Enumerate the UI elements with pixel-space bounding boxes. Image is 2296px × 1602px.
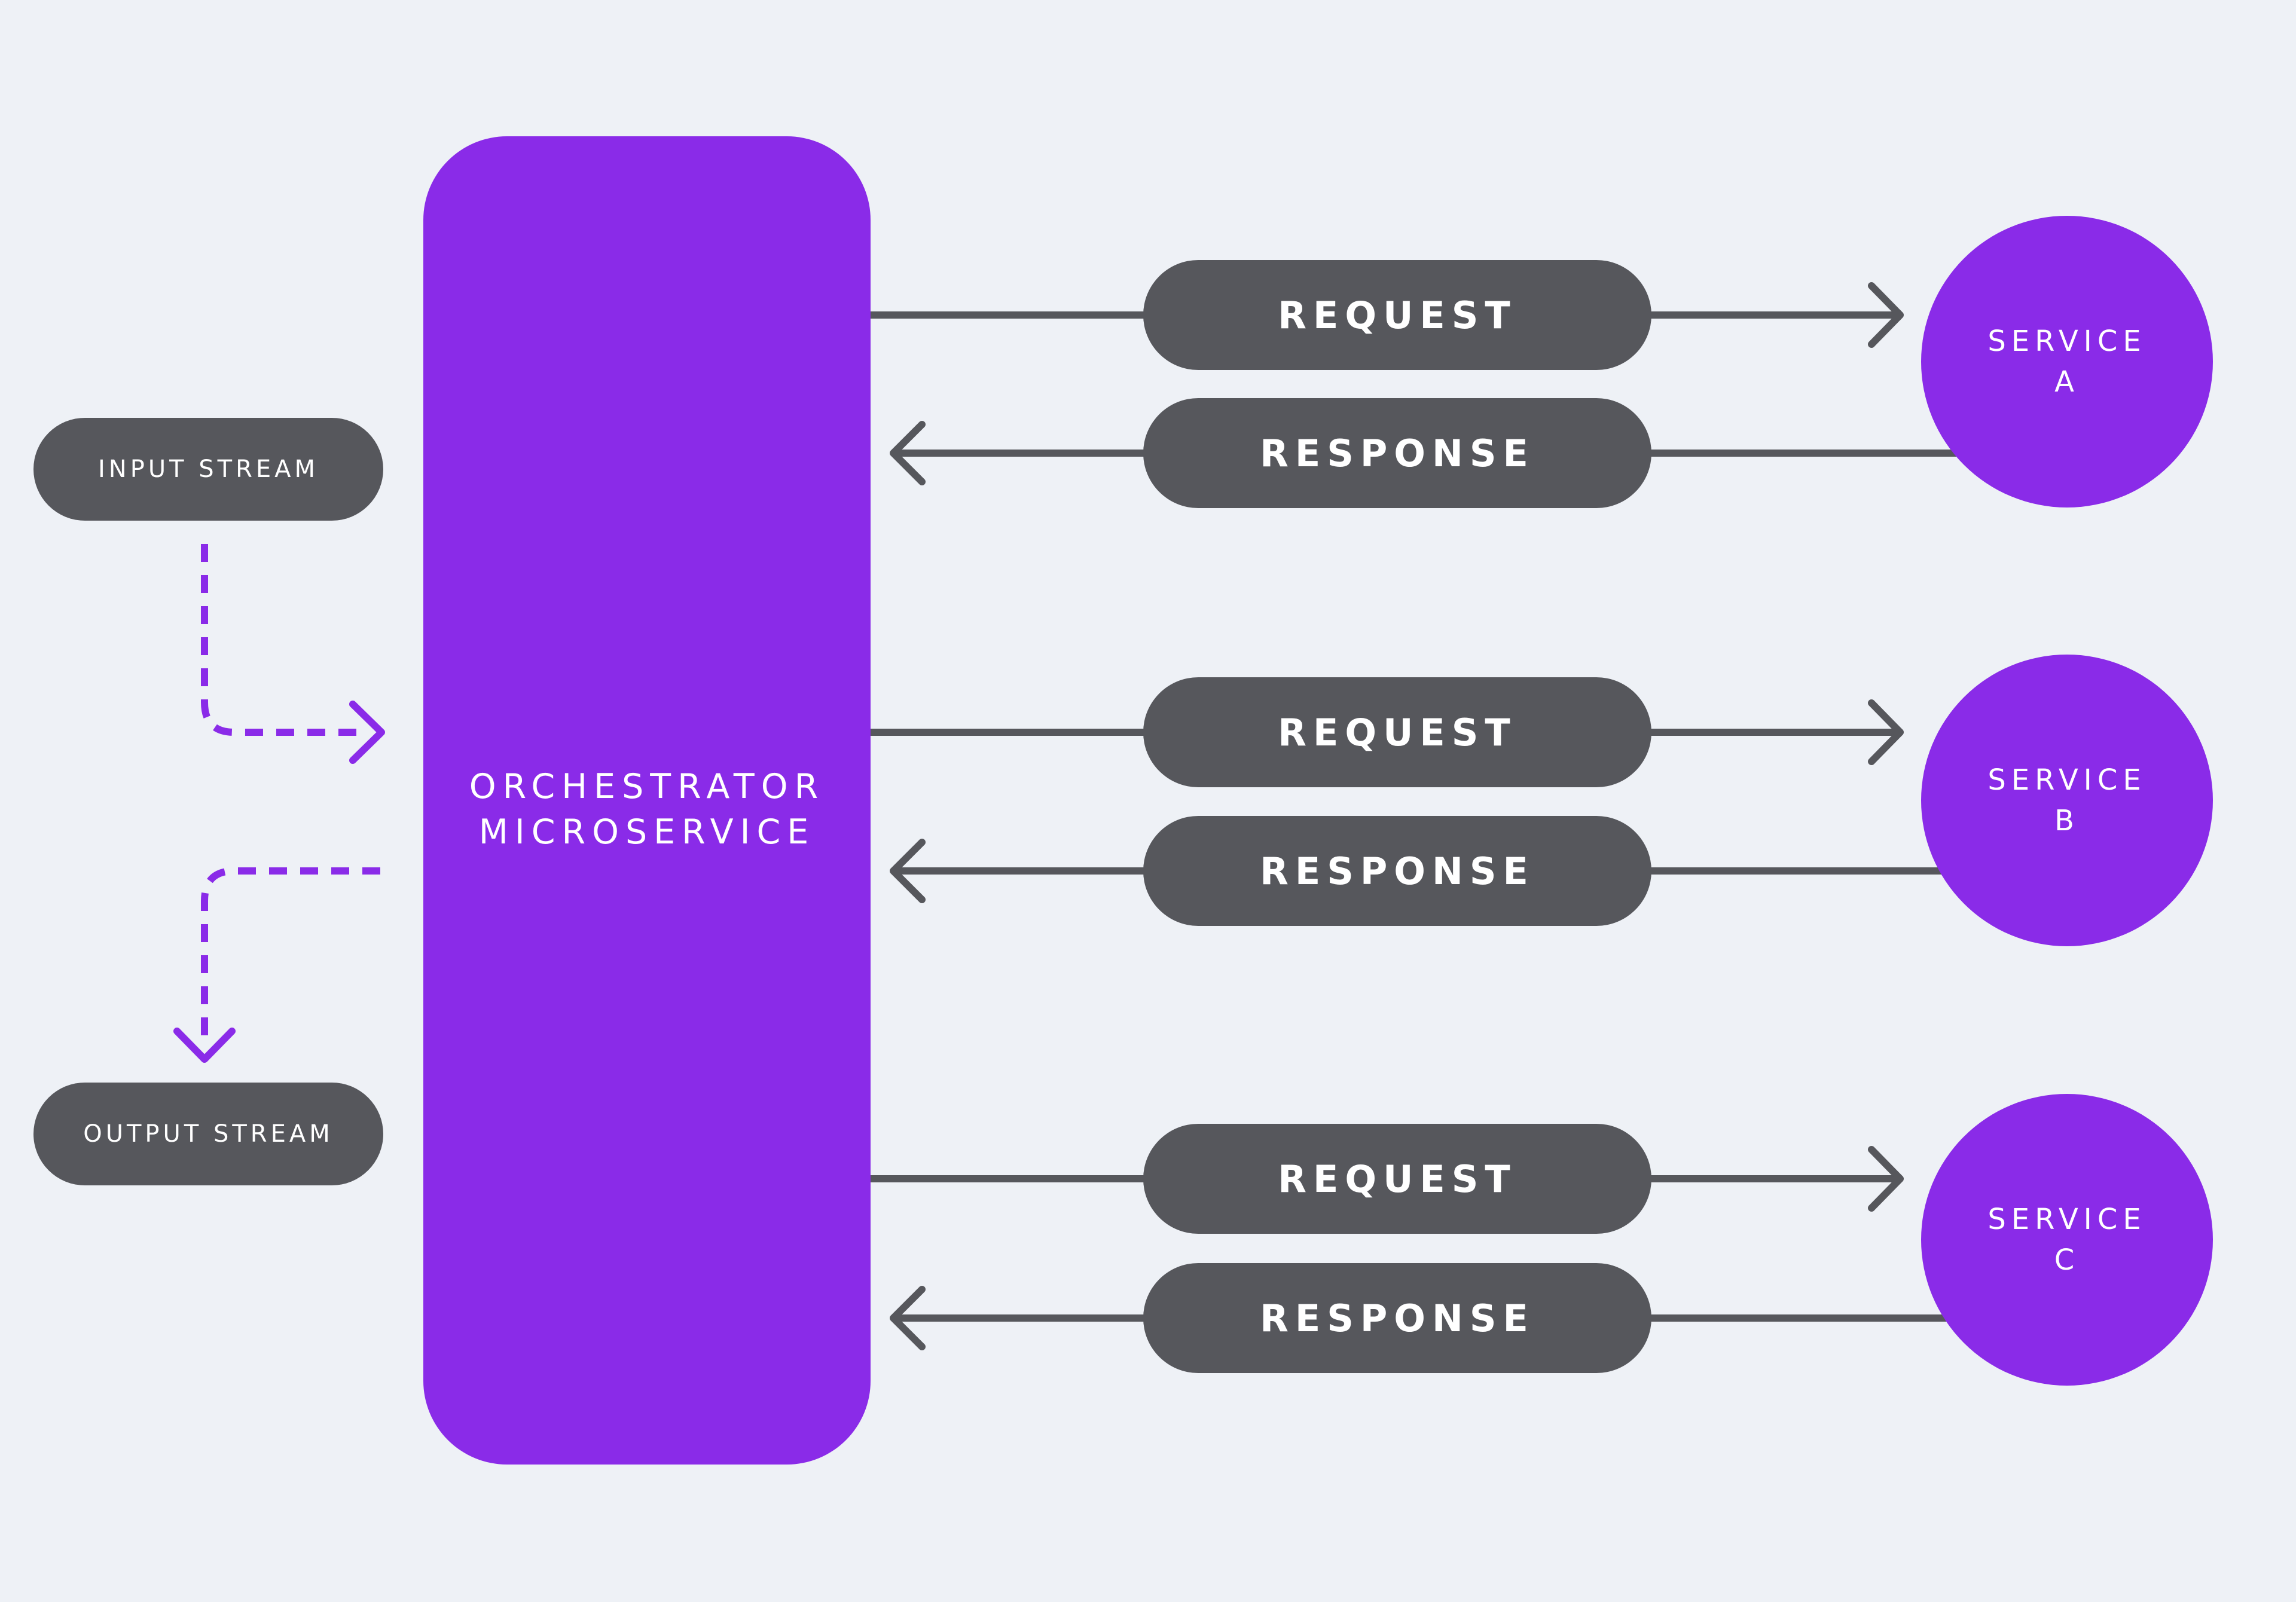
orchestrator-label-line2: MICROSERVICE — [478, 812, 816, 852]
output-flow-arrowhead — [173, 1028, 236, 1063]
request-pill-b: REQUEST — [1143, 677, 1651, 787]
input-flow-arrowhead — [349, 701, 385, 764]
input-stream-label: INPUT STREAM — [97, 455, 319, 483]
response-label-a: RESPONSE — [1260, 431, 1535, 475]
response-label-c: RESPONSE — [1260, 1296, 1535, 1340]
service-c-label: SERVICE — [1987, 1203, 2147, 1236]
response-pill-b: RESPONSE — [1143, 816, 1651, 926]
output-flow-dashed-arrow — [201, 867, 380, 1037]
request-arrowhead-c — [1868, 1146, 1904, 1212]
response-arrowhead-c — [890, 1286, 926, 1350]
output-stream-label: OUTPUT STREAM — [83, 1120, 334, 1148]
service-c-letter: C — [2054, 1243, 2080, 1277]
response-pill-c: RESPONSE — [1143, 1263, 1651, 1373]
service-b-label: SERVICE — [1987, 763, 2147, 797]
output-stream-pill: OUTPUT STREAM — [33, 1083, 383, 1185]
orchestrator-box — [423, 136, 871, 1465]
service-a-circle: SERVICE A — [1921, 216, 2213, 507]
response-arrowhead-a — [890, 421, 926, 485]
response-label-b: RESPONSE — [1260, 849, 1535, 893]
request-pill-a: REQUEST — [1143, 260, 1651, 370]
input-stream-pill: INPUT STREAM — [33, 418, 383, 521]
request-label-b: REQUEST — [1278, 710, 1517, 754]
orchestrator-label: ORCHESTRATOR MICROSERVICE — [423, 764, 871, 855]
service-c-circle: SERVICE C — [1921, 1094, 2213, 1386]
request-label-a: REQUEST — [1278, 293, 1517, 337]
response-arrowhead-b — [890, 839, 926, 903]
service-b-letter: B — [2054, 804, 2080, 837]
input-flow-dashed-arrow — [201, 544, 364, 736]
request-arrowhead-b — [1868, 699, 1904, 765]
service-a-letter: A — [2054, 365, 2080, 399]
service-b-circle: SERVICE B — [1921, 655, 2213, 946]
service-a-label: SERVICE — [1987, 325, 2147, 358]
orchestrator-label-line1: ORCHESTRATOR — [469, 767, 825, 806]
request-label-c: REQUEST — [1278, 1157, 1517, 1201]
request-arrowhead-a — [1868, 282, 1904, 348]
response-pill-a: RESPONSE — [1143, 398, 1651, 508]
request-pill-c: REQUEST — [1143, 1124, 1651, 1234]
